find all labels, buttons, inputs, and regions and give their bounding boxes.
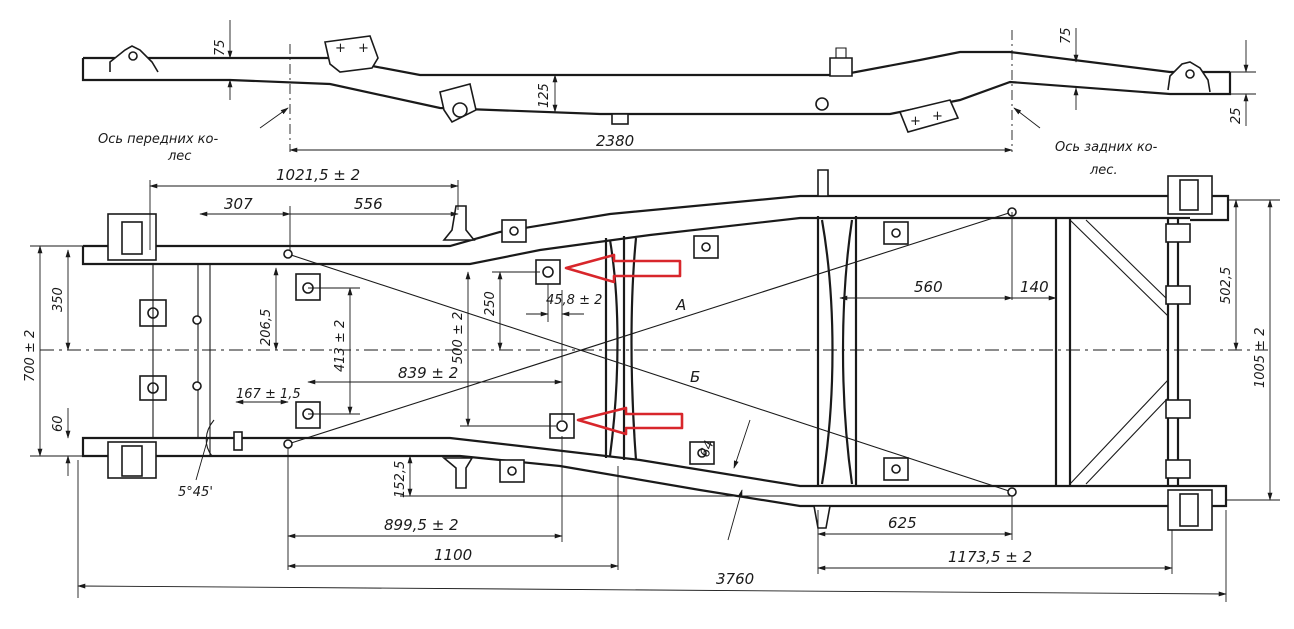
highlight-arrow-upper: [564, 253, 682, 284]
rear-pad-plus-2: +: [932, 109, 943, 124]
front-axis-label-1: Ось передних ко-: [98, 132, 218, 147]
dim-45: 45,8 ± 2: [546, 293, 602, 308]
front-shackle-pin: [452, 102, 468, 118]
crossmember-end: [1054, 218, 1072, 486]
dim-60: 60: [51, 415, 66, 432]
dim-125: 125: [537, 83, 552, 108]
side-frame-upper: [83, 50, 1230, 77]
dim-700: 700 ± 2: [23, 330, 38, 382]
stud-1: [442, 205, 476, 241]
highlight-arrow-lower: [576, 406, 684, 436]
dim-152: 152,5: [393, 461, 408, 498]
dim-140: 140: [1020, 278, 1049, 296]
dim-75-right: 75: [1059, 27, 1074, 44]
stud-4: [813, 505, 831, 529]
dim-839: 839 ± 2: [398, 364, 458, 382]
dim-250: 250: [483, 291, 498, 316]
top-view: А Б 1021,5 ± 2 307 556 350 700 ± 2 60 20…: [23, 166, 1280, 602]
dim-899: 899,5 ± 2: [384, 516, 459, 534]
rear-cross: [1166, 218, 1180, 486]
dim-1005: 1005 ± 2: [1253, 327, 1268, 388]
dim-1021: 1021,5 ± 2: [276, 166, 360, 184]
rear-pad: [898, 99, 960, 133]
dim-angle: 5°45': [178, 485, 213, 500]
diag-label-a: А: [675, 296, 686, 314]
dim-64: 64: [698, 439, 718, 460]
dim-556: 556: [354, 195, 383, 213]
front-axis-label-2: лес: [167, 149, 191, 164]
x-brace: [1069, 219, 1169, 485]
mid-pin: [815, 97, 829, 111]
diag-label-b: Б: [690, 368, 700, 386]
mid-bracket: [829, 57, 853, 77]
dim-25: 25: [1229, 107, 1244, 124]
top-frame-right-rail-outer: [81, 436, 1228, 508]
dim-500: 500 ± 2: [451, 312, 466, 364]
crossmember-rear: [816, 216, 858, 486]
pad-plus-1: +: [335, 41, 346, 56]
rear-axis-label-1: Ось задних ко-: [1055, 140, 1158, 155]
top-frame-left-rail-outer: [83, 194, 1230, 248]
diagonal-b: [287, 253, 1013, 493]
side-view: + + + + 2380 75 125 75: [81, 20, 1256, 178]
rear-pad-plus-1: +: [910, 114, 921, 129]
top-frame-left-rail-inner: [81, 216, 1190, 266]
dim-413: 413 ± 2: [333, 320, 348, 372]
side-frame-lower: [81, 58, 1232, 116]
stud-2: [817, 169, 829, 197]
crossmember-mid: [604, 236, 638, 461]
front-pad: [324, 35, 379, 73]
dim-560: 560: [914, 278, 943, 296]
mid-stub: [611, 113, 629, 125]
dim-75-left: 75: [213, 39, 228, 56]
dim-167: 167 ± 1,5: [236, 387, 301, 402]
front-bracket-pin: [128, 51, 138, 61]
crossmember-front: [197, 264, 211, 438]
dim-1173: 1173,5 ± 2: [948, 548, 1032, 566]
diagonal-a: [287, 211, 1013, 445]
dim-1100: 1100: [434, 546, 472, 564]
dim-307: 307: [224, 195, 253, 213]
dim-206: 206,5: [259, 309, 274, 346]
dim-3760: 3760: [716, 570, 754, 588]
dim-2380: 2380: [596, 132, 634, 150]
dim-625: 625: [888, 514, 917, 532]
dim-502: 502,5: [1219, 267, 1234, 304]
dim-350: 350: [51, 287, 66, 312]
pad-plus-2: +: [358, 41, 369, 56]
rear-axis-label-2: лес.: [1089, 163, 1118, 178]
stud-3: [441, 457, 474, 489]
rear-bracket-pin: [1185, 69, 1195, 79]
